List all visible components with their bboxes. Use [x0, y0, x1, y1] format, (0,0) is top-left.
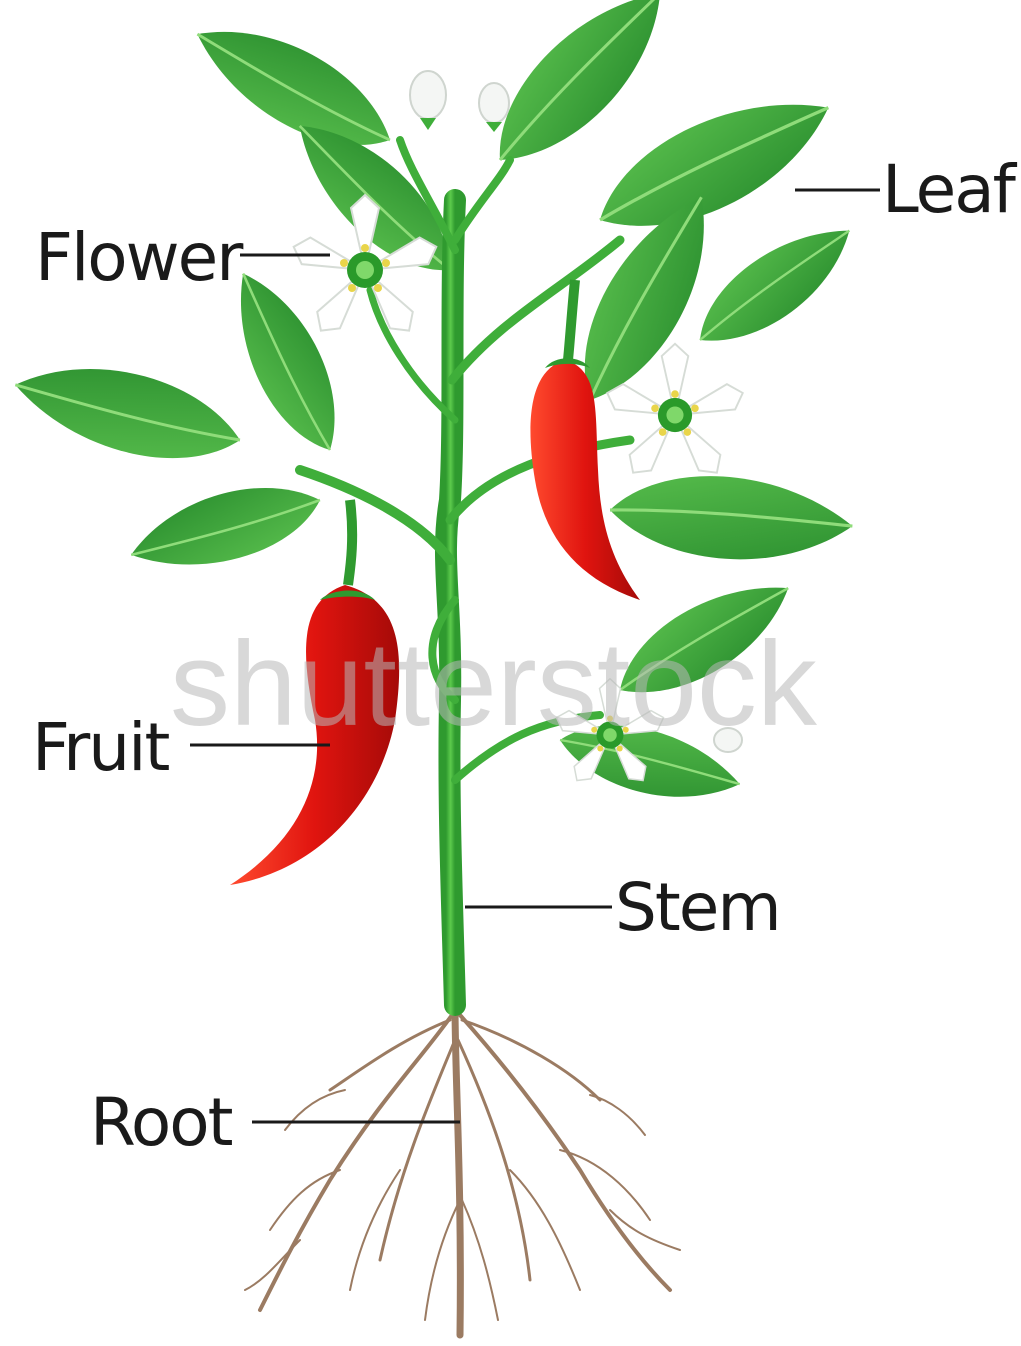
watermark: shutterstock	[170, 617, 818, 751]
fruit-label: Fruit	[32, 709, 169, 786]
leaf-label: Leaf	[882, 151, 1018, 228]
root-label: Root	[90, 1084, 233, 1161]
roots	[245, 1005, 680, 1335]
stem-label: Stem	[615, 869, 780, 946]
flower-label: Flower	[35, 219, 244, 296]
